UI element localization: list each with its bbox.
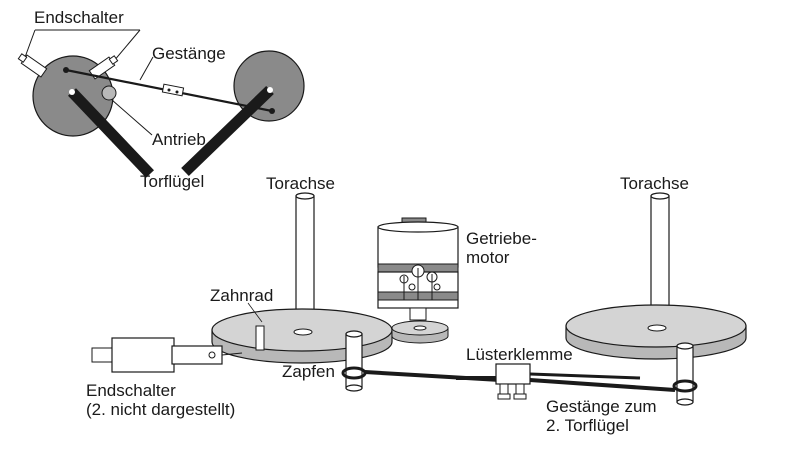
gate-leaf-left	[68, 88, 154, 178]
zahnrad-leader	[247, 302, 263, 323]
left-gate-axle	[295, 195, 315, 321]
top-schematic	[17, 29, 305, 178]
gear-pin-small	[255, 325, 265, 351]
terminal-connector	[495, 363, 531, 400]
label-luesterklemme: Lüsterklemme	[466, 345, 573, 364]
right-gate-axle	[650, 195, 670, 315]
label-zapfen: Zapfen	[282, 362, 335, 381]
drive-pinion	[101, 85, 117, 101]
peg-right	[672, 342, 698, 406]
terminal-connector-small	[161, 83, 185, 97]
label-gestaenge-zum-2: 2. Torflügel	[546, 416, 629, 435]
label-torachse-left: Torachse	[266, 174, 335, 193]
label-getriebemotor-2: motor	[466, 248, 510, 267]
pivot-right	[269, 108, 275, 114]
label-endschalter-top: Endschalter	[34, 8, 124, 27]
gestaenge-leader	[139, 56, 154, 81]
label-antrieb: Antrieb	[152, 130, 206, 149]
label-torfluegel: Torflügel	[140, 172, 205, 191]
limit-switch-small-left	[17, 53, 48, 78]
endschalter-leader-left	[23, 29, 36, 61]
pivot-left	[63, 67, 69, 73]
label-endschalter-bottom-1: Endschalter	[86, 381, 176, 400]
label-getriebemotor-1: Getriebe-	[466, 229, 537, 248]
antrieb-leader	[111, 99, 153, 136]
label-gestaenge: Gestänge	[152, 44, 226, 63]
label-torachse-right: Torachse	[620, 174, 689, 193]
label-endschalter-bottom-2: (2. nicht dargestellt)	[86, 400, 236, 419]
right-gear-wheel	[565, 304, 747, 360]
gear-motor	[377, 217, 459, 344]
mechanical-view	[91, 192, 747, 406]
linkage-rod-lower-2	[529, 378, 676, 392]
left-gear-wheel	[211, 308, 393, 364]
limit-switch-large	[91, 337, 243, 373]
peg-left	[341, 330, 367, 392]
label-zahnrad: Zahnrad	[210, 286, 274, 305]
gate-leaf-right	[181, 86, 274, 176]
label-gestaenge-zum-1: Gestänge zum	[546, 397, 657, 416]
